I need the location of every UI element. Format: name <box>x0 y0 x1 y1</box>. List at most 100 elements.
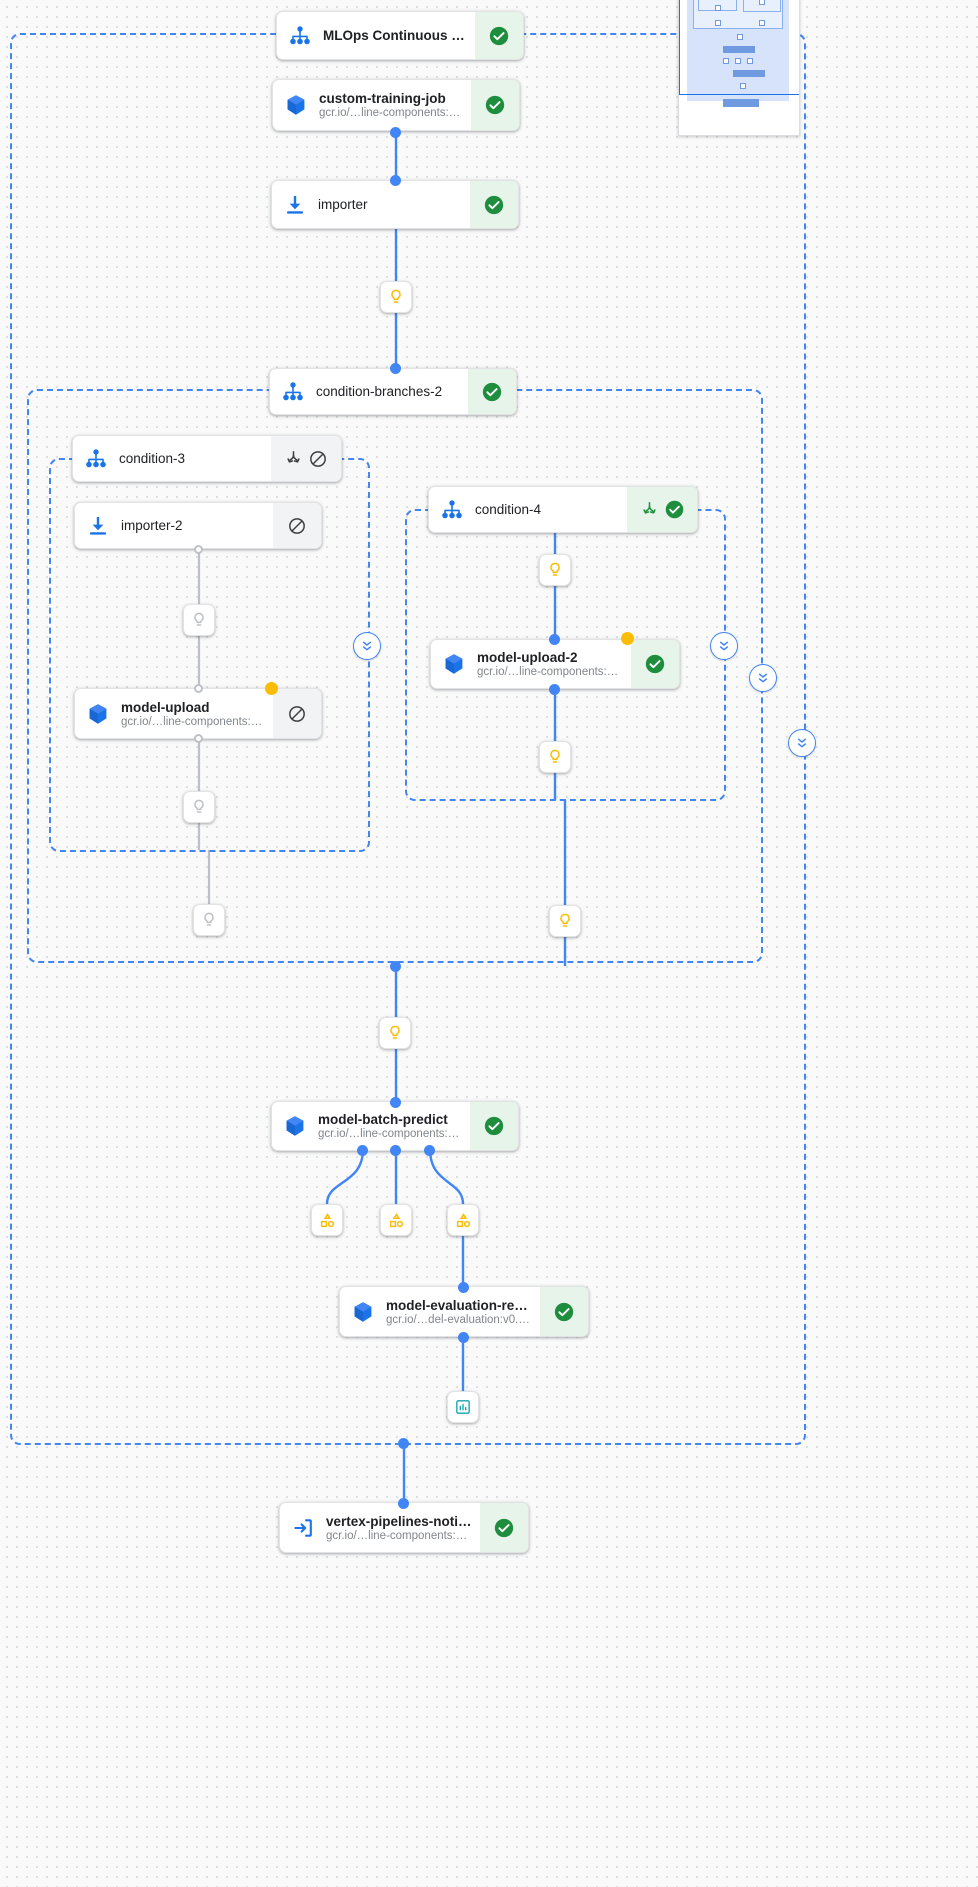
edge-port-artifact <box>265 682 278 695</box>
block-icon <box>289 705 305 722</box>
node-title: importer-2 <box>121 518 183 533</box>
status-badge[interactable] <box>475 12 523 59</box>
status-badge[interactable] <box>468 369 516 414</box>
node-subtitle: gcr.io/…line-components:2.6.0 <box>318 1128 462 1140</box>
node-condition-branches-2[interactable]: condition-branches-2 <box>269 368 517 415</box>
lightbulb-icon <box>204 912 214 926</box>
lightbulb-icon <box>194 799 204 813</box>
edge-port-in <box>390 363 401 374</box>
node-subtitle: gcr.io/…line-components:2.6.0 <box>477 666 623 678</box>
lightbulb-icon <box>390 1025 400 1039</box>
status-badge[interactable] <box>631 640 679 688</box>
node-model-upload-2[interactable]: model-upload-2 gcr.io/…line-components:2… <box>430 639 680 689</box>
artifact-chip-metrics[interactable] <box>447 1391 479 1423</box>
dataset-icon <box>320 1212 334 1227</box>
container-icon <box>431 640 477 688</box>
node-label-block: condition-4 <box>475 502 627 517</box>
node-label-block: model-upload gcr.io/…line-components:2.6… <box>121 700 273 728</box>
collapse-button-condition-branches-2[interactable] <box>749 664 777 692</box>
branch-icon <box>642 502 656 514</box>
minimap-chip <box>715 20 721 26</box>
dag-icon <box>270 369 316 414</box>
node-importer[interactable]: importer <box>271 180 519 229</box>
lightbulb-icon <box>194 612 204 626</box>
node-subtitle: gcr.io/…line-components:2.6.0 <box>326 1529 472 1542</box>
check-circle-icon <box>645 654 665 674</box>
artifact-chip-lightbulb[interactable] <box>183 791 215 823</box>
node-label-block: importer-2 <box>121 518 273 533</box>
artifact-chip-lightbulb[interactable] <box>380 281 412 313</box>
status-badge[interactable] <box>480 1503 528 1552</box>
node-label-block: vertex-pipelines-notificat… gcr.io/…line… <box>326 1514 480 1542</box>
check-circle-icon <box>485 95 505 115</box>
artifact-chip-lightbulb[interactable] <box>539 554 571 586</box>
node-model-evaluation-regression[interactable]: model-evaluation-regres… gcr.io/…del-eva… <box>339 1286 589 1337</box>
status-badge[interactable] <box>273 689 321 738</box>
minimap-chip <box>715 5 721 11</box>
status-badge[interactable] <box>271 436 341 481</box>
artifact-chip-lightbulb[interactable] <box>379 1017 411 1049</box>
collapse-button-condition-4[interactable] <box>710 632 738 660</box>
edge-port-out <box>194 734 203 743</box>
dataset-icon <box>389 1212 403 1227</box>
artifact-chip-dataset[interactable] <box>311 1204 343 1236</box>
collapse-button-root-dag[interactable] <box>788 729 816 757</box>
node-subtitle: gcr.io/…line-components:2.6.0 <box>319 107 463 119</box>
import-icon <box>75 503 121 548</box>
node-vertex-pipelines-notification[interactable]: vertex-pipelines-notificat… gcr.io/…line… <box>279 1502 529 1553</box>
status-badge[interactable] <box>627 487 697 532</box>
artifact-chip-dataset[interactable] <box>447 1204 479 1236</box>
node-importer-2[interactable]: importer-2 <box>74 502 322 549</box>
minimap-viewport[interactable] <box>679 0 799 95</box>
edge-port-in <box>458 1282 469 1293</box>
branch-icon <box>287 451 300 463</box>
dag-icon <box>277 12 323 59</box>
node-title: model-upload <box>121 699 210 715</box>
node-condition-4[interactable]: condition-4 <box>428 486 698 533</box>
minimap-node-bar <box>733 70 765 77</box>
status-badge[interactable] <box>540 1287 588 1336</box>
node-subtitle: gcr.io/…line-components:2.6.0 <box>121 715 265 728</box>
node-title: model-batch-predict <box>318 1112 448 1127</box>
node-title: condition-3 <box>119 451 186 466</box>
node-title: model-upload-2 <box>477 650 578 665</box>
edge-port-in <box>390 1097 401 1108</box>
artifact-chip-lightbulb[interactable] <box>193 904 225 936</box>
node-title: condition-4 <box>475 502 542 517</box>
node-model-batch-predict[interactable]: model-batch-predict gcr.io/…line-compone… <box>271 1101 519 1151</box>
status-badge[interactable] <box>470 181 518 228</box>
node-mlops-continuous-training[interactable]: MLOps Continuous Traini… <box>276 11 524 60</box>
node-condition-3[interactable]: condition-3 <box>72 435 342 482</box>
node-title: vertex-pipelines-notificat… <box>326 1513 472 1529</box>
artifact-chip-lightbulb[interactable] <box>539 741 571 773</box>
check-circle-icon <box>489 26 509 45</box>
check-circle-icon <box>554 1302 574 1321</box>
node-label-block: model-upload-2 gcr.io/…line-components:2… <box>477 650 631 678</box>
dag-icon <box>73 436 119 481</box>
status-badge[interactable] <box>273 503 321 548</box>
node-custom-training-job[interactable]: custom-training-job gcr.io/…line-compone… <box>272 79 520 131</box>
minimap-chip <box>735 58 741 64</box>
node-model-upload[interactable]: model-upload gcr.io/…line-components:2.6… <box>74 688 322 739</box>
artifact-chip-lightbulb[interactable] <box>549 905 581 937</box>
block-icon <box>289 517 305 534</box>
artifact-chip-lightbulb[interactable] <box>183 604 215 636</box>
collapse-button-condition-3[interactable] <box>353 632 381 660</box>
container-icon <box>272 1102 318 1150</box>
check-circle-icon <box>484 1116 504 1136</box>
node-title: MLOps Continuous Traini… <box>323 28 467 43</box>
dag-icon <box>429 487 475 532</box>
status-badge[interactable] <box>470 1102 518 1150</box>
edge-port-out <box>194 545 203 554</box>
graph-minimap[interactable] <box>678 0 800 136</box>
edge-port-out <box>390 175 401 186</box>
edge-port-out <box>357 1145 368 1156</box>
edge-port-out <box>390 1145 401 1156</box>
node-label-block: MLOps Continuous Traini… <box>323 28 475 43</box>
minimap-node-bar <box>723 99 759 107</box>
artifact-chip-dataset[interactable] <box>380 1204 412 1236</box>
edge-port-out <box>458 1332 469 1343</box>
status-badge[interactable] <box>471 80 519 130</box>
dataset-icon <box>456 1212 470 1227</box>
